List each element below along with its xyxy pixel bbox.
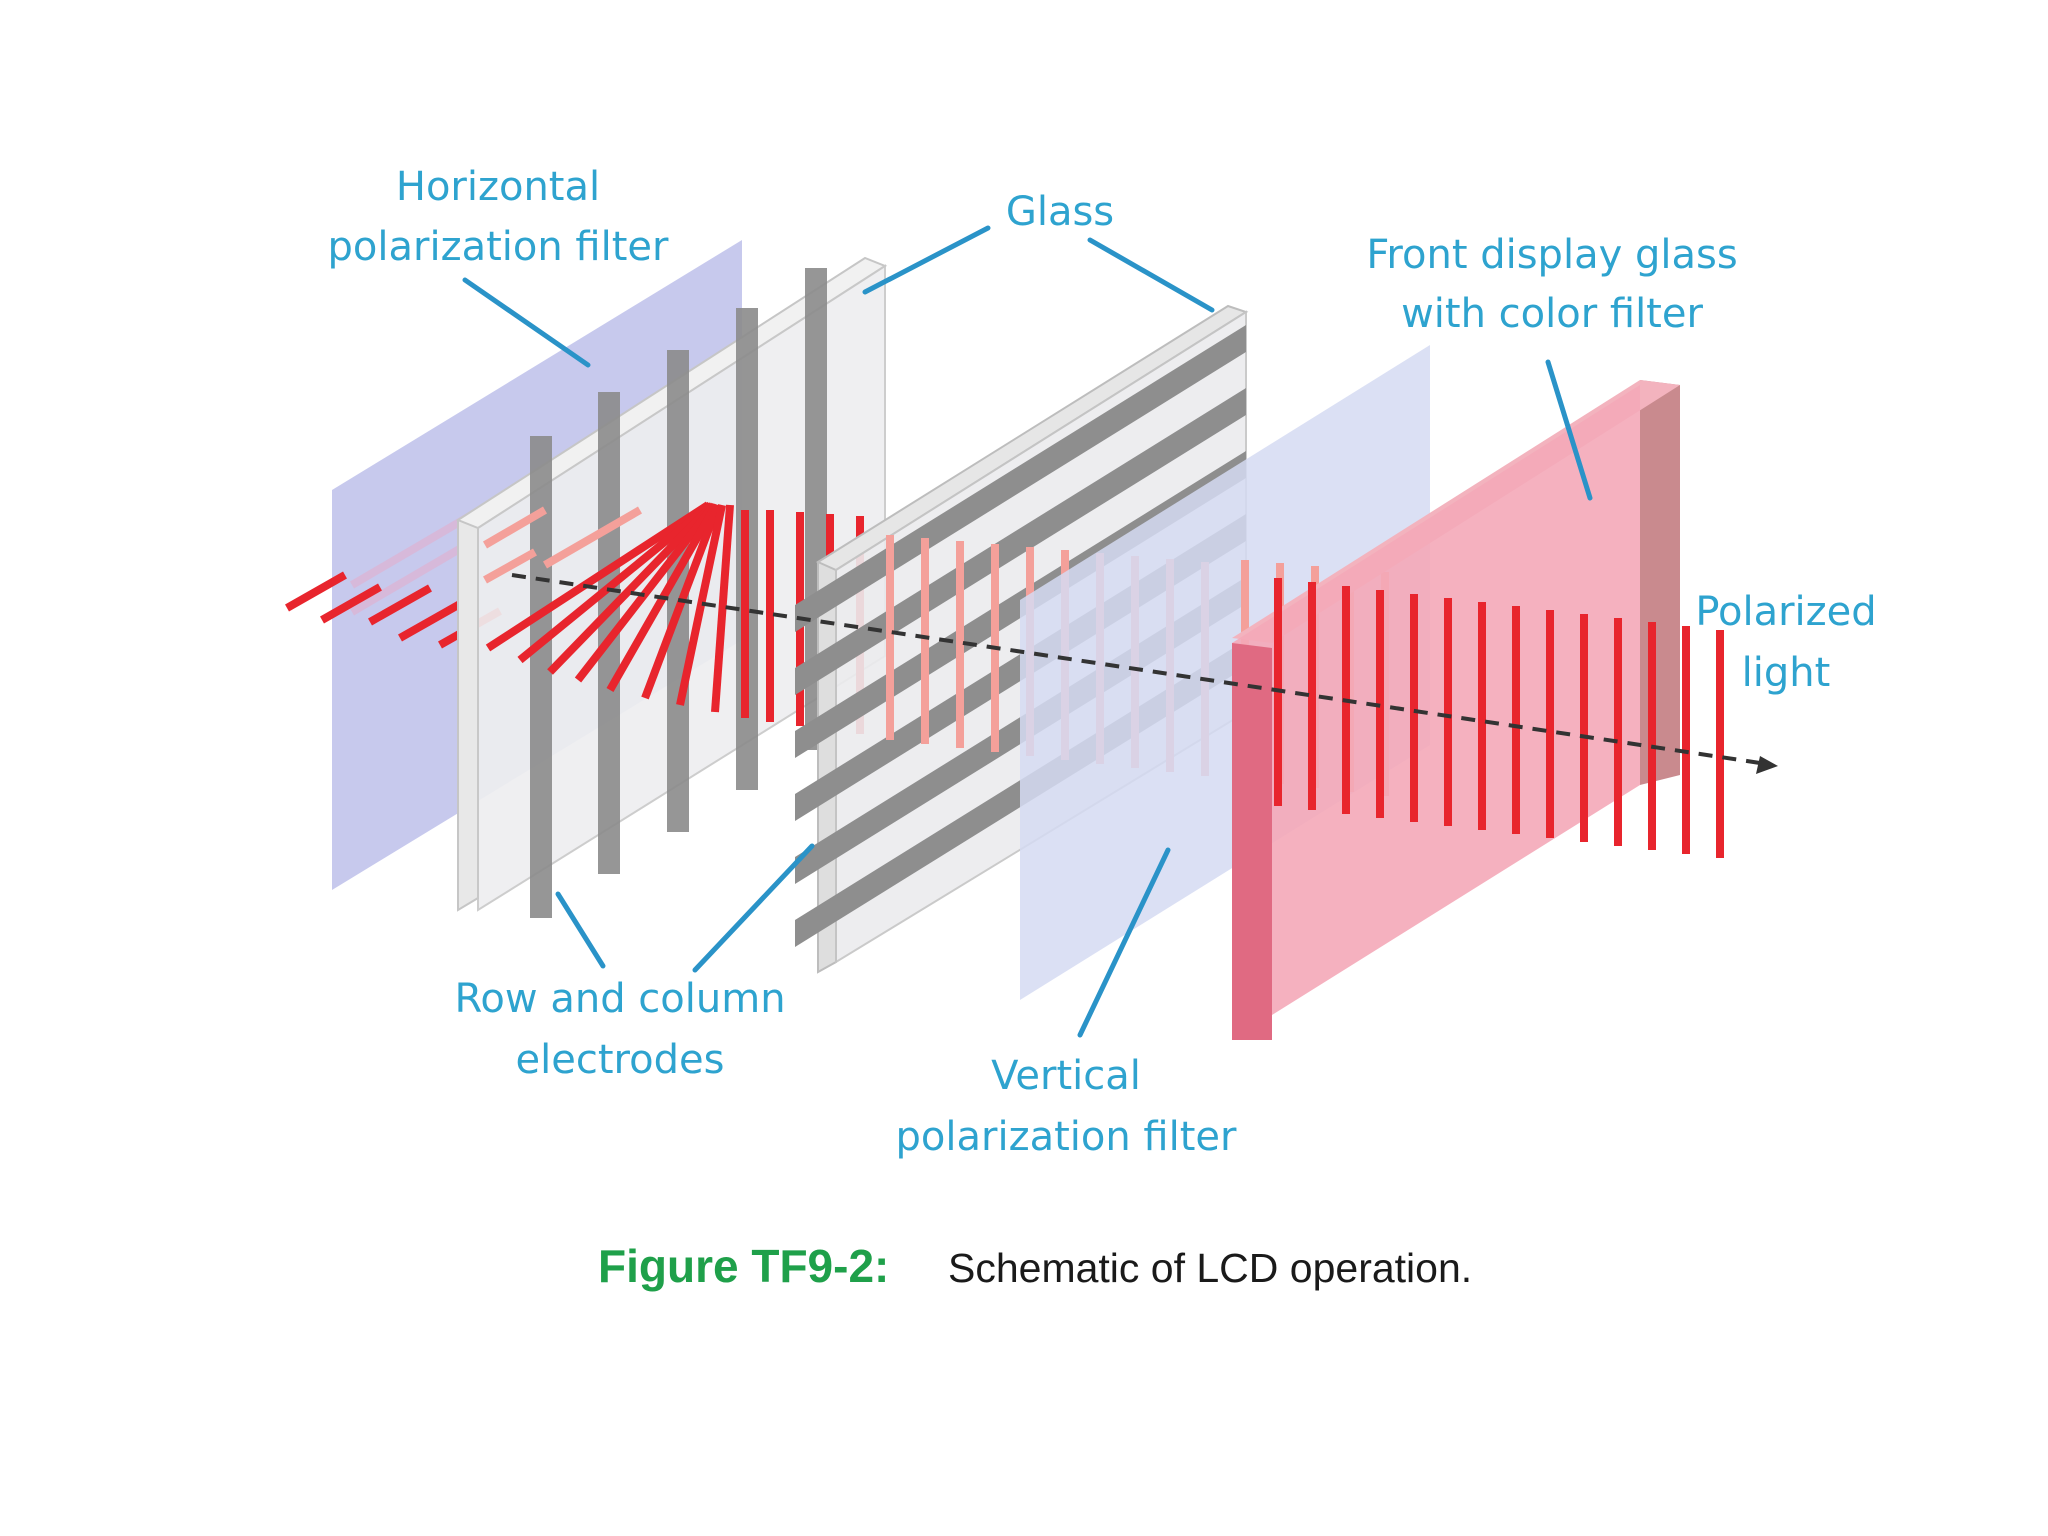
polarized-light-label-line1: Polarized (1695, 589, 1876, 635)
figure-number: Figure TF9-2: (598, 1240, 889, 1292)
front-display-glass-edge (1640, 380, 1680, 785)
figure-caption: Figure TF9-2: Schematic of LCD operation… (598, 1240, 1472, 1292)
electrodes-callout-left (555, 891, 606, 969)
optical-axis-arrow (511, 573, 1761, 765)
rear-glass-side (457, 506, 479, 912)
column-electrode (530, 436, 552, 918)
incoming-horizontal-light (285, 571, 502, 649)
light-behind-glass (482, 506, 643, 584)
column-electrode (598, 392, 620, 874)
vertical-filter-label-line2: polarization filter (896, 1114, 1237, 1160)
front-display-glass (1232, 385, 1640, 1040)
electrodes-callout-right (692, 843, 815, 973)
vertical-filter-label: Vertical polarization filter (896, 1053, 1237, 1160)
polarized-light-label-line2: light (1742, 650, 1831, 696)
glass-callout-left (862, 225, 991, 295)
horizontal-filter-label-line2: polarization filter (328, 224, 669, 270)
vertical-filter-label-line1: Vertical (991, 1053, 1141, 1099)
glass-label: Glass (1006, 189, 1114, 235)
polarized-light-label: Polarized light (1695, 589, 1876, 696)
front-glass-label-line2: with color filter (1401, 291, 1703, 337)
front-glass-label: Front display glass with color filter (1366, 232, 1737, 337)
horizontal-filter-label-line1: Horizontal (396, 164, 600, 210)
glass-callout-right (1087, 237, 1215, 313)
column-electrode (667, 350, 689, 832)
row-electrode (795, 325, 1246, 632)
horizontal-filter-label: Horizontal polarization filter (328, 164, 669, 270)
electrodes-label-line2: electrodes (516, 1037, 725, 1083)
horizontal-filter-callout (462, 277, 591, 368)
vertical-polarization-filter (1020, 345, 1430, 1000)
figure-caption-text: Schematic of LCD operation. (948, 1245, 1472, 1291)
front-display-glass-side (1232, 643, 1272, 1040)
electrodes-label-line1: Row and column (454, 976, 785, 1022)
row-electrode (795, 388, 1246, 695)
front-glass-label-line1: Front display glass (1366, 232, 1737, 278)
arrowhead-icon (1756, 756, 1778, 774)
polarized-output-light (1274, 578, 1724, 858)
front-glass-callout (1545, 359, 1593, 501)
vertical-filter-callout (1077, 847, 1171, 1038)
electrodes-label: Row and column electrodes (454, 976, 785, 1083)
